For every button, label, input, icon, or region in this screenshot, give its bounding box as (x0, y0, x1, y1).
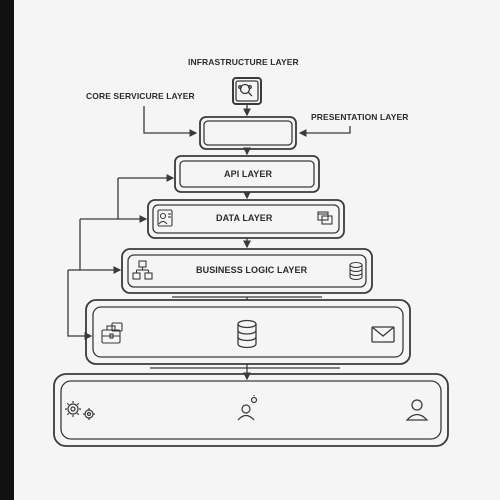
infrastructure-node (232, 77, 262, 105)
core-service-layer-label: CORE SERVICURE LAYER (86, 91, 195, 101)
feedback-to-business-arrow (79, 219, 122, 274)
folders-icon (317, 211, 333, 225)
gears-icon (65, 401, 95, 420)
infrastructure-base-node (53, 373, 449, 447)
core-service-node (199, 116, 297, 150)
envelope-icon (371, 326, 395, 343)
user-icon (405, 399, 429, 421)
flowchart-icon (132, 260, 153, 280)
service-layer-node (85, 299, 411, 365)
user-idea-icon (237, 395, 258, 421)
search-people-icon (238, 83, 253, 97)
data-layer-node (147, 199, 345, 239)
database-center-icon (237, 319, 257, 349)
infrastructure-layer-label: INFRASTRUCTURE LAYER (188, 57, 299, 67)
presentation-pointer (298, 126, 351, 137)
api-layer-label: API LAYER (224, 169, 273, 179)
presentation-layer-label: PRESENTATION LAYER (311, 112, 409, 122)
feedback-to-service-arrow (67, 270, 93, 340)
watermark-strip: 1950799974 (0, 0, 14, 500)
briefcase-icon (101, 322, 123, 344)
feedback-to-data-arrow (117, 178, 148, 223)
business-logic-layer-node (121, 248, 373, 294)
business-logic-layer-label: BUSINESS LOGIC LAYER (196, 265, 308, 275)
data-layer-label: DATA LAYER (216, 213, 273, 223)
core-service-pointer (143, 106, 198, 137)
profile-card-icon (157, 209, 173, 227)
database-icon (349, 261, 363, 281)
